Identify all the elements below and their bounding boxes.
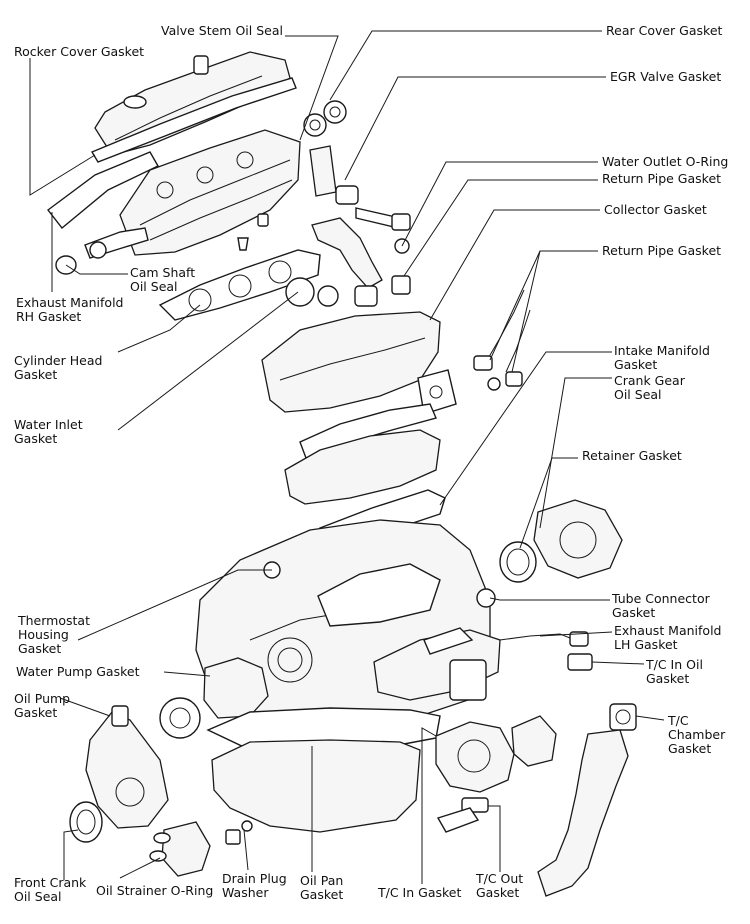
oil-pan-gasket-label: Oil Pan Gasket bbox=[300, 874, 343, 902]
water-inlet-gasket-line-2: Gasket bbox=[14, 431, 58, 446]
water-pump-gasket-label: Water Pump Gasket bbox=[16, 664, 140, 679]
cylinder-head-gasket-line-1: Cylinder Head bbox=[14, 353, 103, 368]
leader-lines bbox=[29, 30, 665, 884]
tc-chamber-pipe bbox=[537, 703, 637, 897]
cylinder-head-gasket-part bbox=[158, 249, 321, 321]
exhaust-manifold-rh-gasket-part bbox=[47, 151, 159, 229]
crank-gear-oil-seal-line-1: Crank Gear bbox=[614, 373, 685, 388]
water-inlet-gasket-line-1: Water Inlet bbox=[14, 417, 83, 432]
intake-lower bbox=[284, 429, 441, 505]
oil-pump bbox=[85, 705, 169, 829]
tc-out-gasket-label: T/C Out Gasket bbox=[476, 872, 523, 900]
tc-in-oil-gasket-label: T/C In Oil Gasket bbox=[646, 658, 703, 686]
thermostat-housing-gasket-label: Thermostat Housing Gasket bbox=[18, 614, 90, 656]
exhaust-manifold-lh bbox=[373, 588, 589, 701]
water-inlet-parts bbox=[285, 217, 411, 307]
front-crank-oil-seal-label: Front Crank Oil Seal bbox=[14, 876, 86, 904]
oil-strainer-o-ring-label: Oil Strainer O-Ring bbox=[96, 883, 214, 898]
exhaust-manifold-rh-gasket-label: Exhaust Manifold RH Gasket bbox=[16, 296, 123, 324]
drain-plug-washer-line-2: Washer bbox=[222, 885, 269, 900]
exhaust-manifold-rh-gasket-line-2: RH Gasket bbox=[16, 309, 82, 324]
tube-connector-gasket-line-2: Gasket bbox=[612, 605, 656, 620]
tc-in-gasket-label: T/C In Gasket bbox=[378, 885, 462, 900]
cylinder-head-gasket-label: Cylinder Head Gasket bbox=[14, 354, 102, 382]
oil-pump-gasket-label: Oil Pump Gasket bbox=[14, 692, 70, 720]
return-pipe-gasket-upper-label: Return Pipe Gasket bbox=[602, 171, 722, 186]
oil-strainer bbox=[149, 821, 211, 877]
oil-pan bbox=[206, 707, 441, 833]
egr-valve-gasket-label: EGR Valve Gasket bbox=[610, 69, 722, 84]
tc-in-oil-gasket-line-2: Gasket bbox=[646, 671, 690, 686]
drain-plug-washer-line-1: Drain Plug bbox=[222, 871, 287, 886]
rear-cover-gasket-label: Rear Cover Gasket bbox=[606, 23, 723, 38]
tc-chamber-gasket-line-3: Gasket bbox=[668, 741, 712, 756]
exhaust-manifold-rh-gasket-line-1: Exhaust Manifold bbox=[16, 295, 124, 310]
drain-plug bbox=[225, 820, 253, 845]
intake-manifold-gasket-label: Intake Manifold Gasket bbox=[614, 344, 710, 372]
thermostat-housing-gasket-line-3: Gasket bbox=[18, 641, 62, 656]
tc-chamber-gasket-line-2: Chamber bbox=[668, 727, 726, 742]
tc-out-gasket-line-1: T/C Out bbox=[476, 871, 524, 886]
tc-out-pipe bbox=[436, 807, 480, 833]
water-pump bbox=[159, 657, 269, 739]
rocker-cover-gasket-label: Rocker Cover Gasket bbox=[14, 44, 145, 59]
tc-out-gasket-line-2: Gasket bbox=[476, 885, 520, 900]
crank-gear-oil-seal-line-2: Oil Seal bbox=[614, 387, 662, 402]
crank-gear-oil-seal-label: Crank Gear Oil Seal bbox=[614, 374, 685, 402]
oil-pump-gasket-line-1: Oil Pump bbox=[14, 691, 71, 706]
tc-in-oil-gasket-part bbox=[567, 653, 593, 671]
oil-pan-gasket-line-1: Oil Pan bbox=[300, 873, 344, 888]
cylinder-head bbox=[84, 129, 301, 259]
front-crank-oil-seal-line-2: Oil Seal bbox=[14, 889, 62, 904]
collector-gasket-label: Collector Gasket bbox=[604, 202, 707, 217]
retainer bbox=[499, 499, 623, 583]
exhaust-manifold-lh-gasket-line-1: Exhaust Manifold bbox=[614, 623, 722, 638]
water-inlet-gasket-label: Water Inlet Gasket bbox=[14, 418, 83, 446]
oil-pan-gasket-line-2: Gasket bbox=[300, 887, 344, 902]
return-pipe bbox=[473, 289, 531, 391]
thermostat-housing-gasket-line-2: Housing bbox=[18, 627, 69, 642]
tc-in-oil-gasket-line-1: T/C In Oil bbox=[646, 657, 703, 672]
water-outlet-o-ring-label: Water Outlet O-Ring bbox=[602, 154, 729, 169]
intake-manifold-gasket-line-2: Gasket bbox=[614, 357, 658, 372]
thermostat-housing-gasket-line-1: Thermostat bbox=[18, 613, 90, 628]
collector bbox=[261, 311, 457, 415]
cylinder-head-gasket-line-2: Gasket bbox=[14, 367, 58, 382]
valve-stem-seal-part-2 bbox=[257, 213, 269, 227]
tc-chamber-gasket-label: T/C Chamber Gasket bbox=[668, 714, 725, 756]
cam-shaft-oil-seal-line-1: Cam Shaft bbox=[130, 265, 196, 280]
retainer-gasket-label: Retainer Gasket bbox=[582, 448, 682, 463]
oil-pump-gasket-line-2: Gasket bbox=[14, 705, 58, 720]
turbocharger bbox=[435, 715, 557, 793]
front-crank-oil-seal-line-1: Front Crank bbox=[14, 875, 87, 890]
tc-chamber-gasket-line-1: T/C bbox=[668, 713, 689, 728]
tube-connector-gasket-label: Tube Connector Gasket bbox=[612, 592, 710, 620]
cam-shaft-oil-seal-label: Cam Shaft Oil Seal bbox=[130, 266, 195, 294]
front-crank-oil-seal-part bbox=[69, 801, 103, 843]
tube-connector-gasket-line-1: Tube Connector bbox=[612, 591, 710, 606]
valve-stem-oil-seal-label: Valve Stem Oil Seal bbox=[161, 23, 283, 38]
return-pipe-gasket-label: Return Pipe Gasket bbox=[602, 243, 722, 258]
drain-plug-washer-label: Drain Plug Washer bbox=[222, 872, 287, 900]
valve-stem-seal-part bbox=[237, 237, 249, 251]
rocker-cover-gasket-part bbox=[90, 77, 297, 163]
exhaust-manifold-lh-gasket-line-2: LH Gasket bbox=[614, 637, 678, 652]
cam-shaft-oil-seal-line-2: Oil Seal bbox=[130, 279, 178, 294]
exhaust-manifold-lh-gasket-label: Exhaust Manifold LH Gasket bbox=[614, 624, 721, 652]
intake-manifold-gasket-line-1: Intake Manifold bbox=[614, 343, 710, 358]
